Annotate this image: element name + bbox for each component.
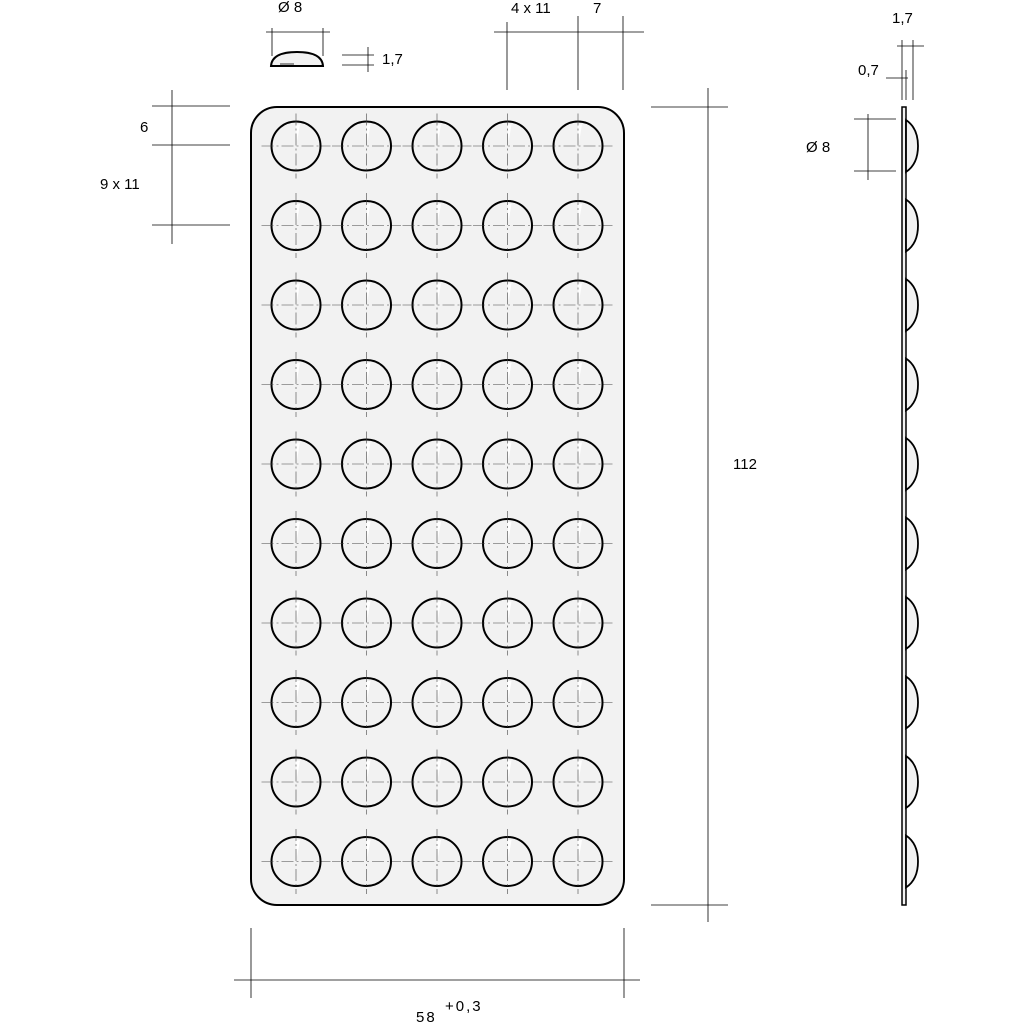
- dome-bumper: [332, 749, 401, 815]
- total-height-label: 112: [733, 456, 757, 473]
- dome-bumper: [473, 272, 542, 338]
- dome-bumper: [473, 193, 542, 258]
- dome-bumper: [402, 670, 472, 735]
- column-pitch-dimension: 4 x 11 7: [494, 0, 644, 90]
- dome-bumper: [402, 193, 472, 258]
- dome-bumper: [402, 431, 472, 497]
- dome-bumper: [261, 829, 331, 894]
- dome-bumper: [473, 829, 542, 894]
- dome-bumper: [543, 113, 613, 179]
- side-view-domes: [905, 118, 919, 890]
- dome-grid: [261, 113, 613, 894]
- column-pitch-label: 4 x 11: [511, 0, 551, 17]
- dome-bumper: [543, 431, 613, 497]
- dome-bumper: [261, 511, 331, 576]
- side-dome-profile: [905, 833, 919, 890]
- width-dimension: 58 +0,3: [234, 928, 640, 1024]
- dome-bumper: [543, 193, 613, 258]
- dome-bumper: [261, 670, 331, 735]
- width-tolerance-label: +0,3: [445, 998, 483, 1015]
- dome-bumper: [332, 113, 401, 179]
- dome-bumper: [543, 829, 613, 894]
- side-dome-profile: [905, 436, 919, 492]
- dome-bumper: [402, 749, 472, 815]
- width-label: 58: [416, 1009, 437, 1024]
- dome-bumper: [402, 511, 472, 576]
- dome-bumper: [261, 193, 331, 258]
- side-dome-profile: [905, 754, 919, 810]
- side-dome-profile: [905, 356, 919, 413]
- total-height-dimension: 112: [651, 88, 757, 922]
- side-dome-profile: [905, 515, 919, 572]
- row-pitch-label: 9 x 11: [100, 176, 140, 193]
- side-dome-profile: [905, 197, 919, 254]
- dome-profile-shape: [269, 50, 325, 67]
- dome-bumper: [473, 113, 542, 179]
- dome-bumper: [402, 352, 472, 417]
- dome-bumper: [332, 193, 401, 258]
- dome-bumper: [261, 749, 331, 815]
- dome-bumper: [261, 272, 331, 338]
- side-dome-profile: [905, 277, 919, 333]
- dome-bumper: [261, 431, 331, 497]
- dome-bumper: [402, 113, 472, 179]
- dome-bumper: [473, 670, 542, 735]
- edge-offset-y-label: 6: [140, 119, 148, 136]
- edge-offset-x-label: 7: [593, 0, 601, 17]
- dome-bumper: [402, 590, 472, 656]
- dome-bumper: [332, 511, 401, 576]
- side-view-base: [901, 106, 907, 906]
- dome-bumper: [543, 749, 613, 815]
- dome-bumper: [543, 272, 613, 338]
- dome-bumper: [473, 749, 542, 815]
- dome-bumper: [261, 352, 331, 417]
- side-dome-diameter-label: Ø 8: [806, 139, 830, 156]
- dome-bumper: [332, 670, 401, 735]
- dome-bumper: [543, 511, 613, 576]
- side-total-thickness-label: 1,7: [892, 10, 913, 27]
- dome-bumper: [543, 590, 613, 656]
- dome-bumper: [473, 431, 542, 497]
- dome-bumper: [332, 272, 401, 338]
- side-dome-profile: [905, 595, 919, 651]
- side-dome-profile: [905, 674, 919, 731]
- dome-bumper: [543, 352, 613, 417]
- dome-bumper: [473, 590, 542, 656]
- side-base-thickness-label: 0,7: [858, 62, 879, 79]
- dome-bumper: [473, 511, 542, 576]
- dome-bumper: [332, 590, 401, 656]
- dome-bumper: [402, 829, 472, 894]
- dome-bumper: [332, 431, 401, 497]
- dome-bumper: [261, 113, 331, 179]
- dome-bumper: [402, 272, 472, 338]
- side-dome-profile: [905, 118, 919, 174]
- dome-bumper: [261, 590, 331, 656]
- dome-height-label: 1,7: [382, 51, 403, 68]
- dome-bumper: [543, 670, 613, 735]
- side-view: 1,7 0,7 Ø 8: [806, 10, 924, 906]
- dome-profile-detail: Ø 8 1,7: [266, 0, 403, 72]
- dome-diameter-label: Ø 8: [278, 0, 302, 16]
- dome-bumper: [473, 352, 542, 417]
- dome-bumper: [332, 829, 401, 894]
- row-pitch-dimension: 6 9 x 11: [100, 90, 230, 244]
- dome-bumper: [332, 352, 401, 417]
